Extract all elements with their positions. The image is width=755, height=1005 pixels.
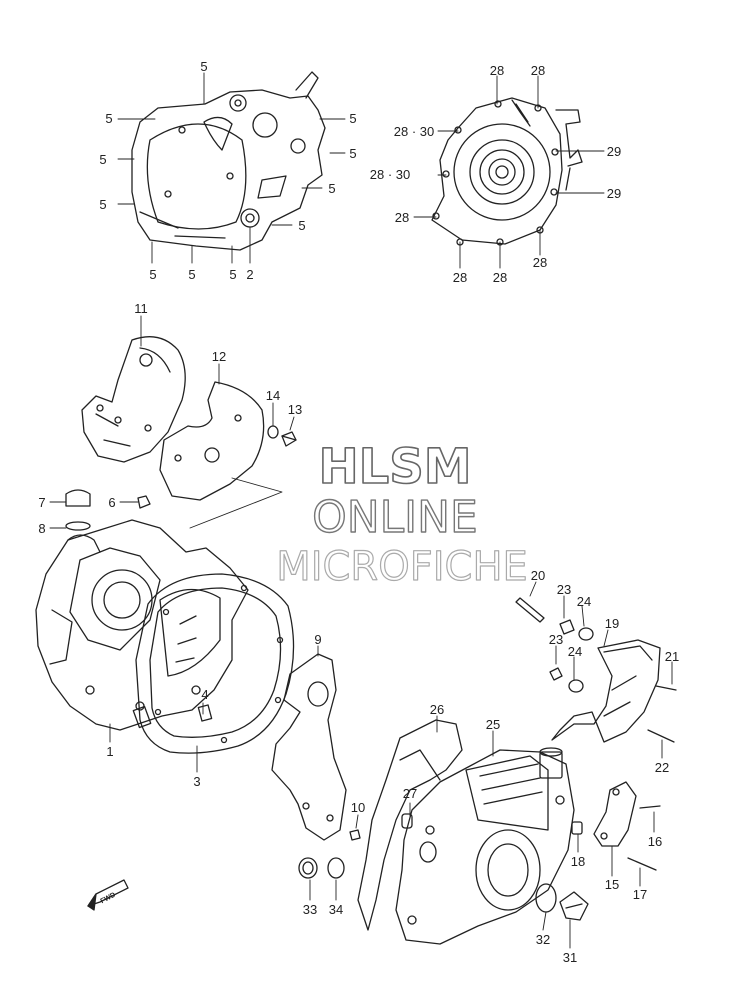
callout-28-30: 28 · 30	[370, 167, 410, 182]
leader-lines-25-26	[409, 715, 494, 817]
callout-12: 12	[212, 349, 226, 364]
callout-5: 5	[349, 146, 356, 161]
callout-6: 6	[108, 495, 115, 510]
leader-lines-crankcase	[109, 702, 204, 773]
callout-5: 5	[149, 267, 156, 282]
bracket-15-part	[593, 781, 637, 847]
callout-numbers: 5 5 5 5 5 5 5 5 5 5 5 2 28 28 28 · 30 28…	[38, 59, 679, 965]
callout-24: 24	[568, 644, 582, 659]
callout-5: 5	[99, 152, 106, 167]
callout-7: 7	[38, 495, 45, 510]
callout-24: 24	[577, 594, 591, 609]
callout-23: 23	[557, 582, 571, 597]
callout-16: 16	[648, 834, 662, 849]
leader-lines-small-left	[49, 402, 295, 529]
bolts-right	[515, 597, 677, 871]
callout-28-30: 28 · 30	[394, 124, 434, 139]
callout-5: 5	[99, 197, 106, 212]
guard-19-part	[551, 639, 661, 743]
callout-28: 28	[395, 210, 409, 225]
callout-13: 13	[288, 402, 302, 417]
callout-28: 28	[490, 63, 504, 78]
callout-5: 5	[328, 181, 335, 196]
callout-18: 18	[571, 854, 585, 869]
gasket-26-part	[357, 719, 463, 931]
clutch-cover-part	[131, 71, 326, 251]
gasket-9-part	[271, 653, 347, 841]
watermark-line1: HLSM	[318, 439, 471, 495]
callout-8: 8	[38, 521, 45, 536]
callout-9: 9	[314, 632, 321, 647]
callout-28: 28	[493, 270, 507, 285]
callout-5: 5	[200, 59, 207, 74]
callout-11: 11	[134, 301, 148, 316]
callout-28: 28	[533, 255, 547, 270]
leader-lines-top-left	[117, 72, 346, 264]
callout-22: 22	[655, 760, 669, 775]
fwd-arrow-icon: FWD	[87, 879, 129, 911]
callout-26: 26	[430, 702, 444, 717]
callout-20: 20	[531, 568, 545, 583]
generator-cover-part	[395, 747, 575, 945]
callout-15: 15	[605, 877, 619, 892]
plate-12-part	[159, 381, 283, 529]
leader-lines-9-10	[317, 645, 359, 829]
callout-5: 5	[349, 111, 356, 126]
callout-5: 5	[105, 111, 112, 126]
callout-29: 29	[607, 144, 621, 159]
callout-25: 25	[486, 717, 500, 732]
callout-23: 23	[549, 632, 563, 647]
callout-19: 19	[605, 616, 619, 631]
callout-10: 10	[351, 800, 365, 815]
leader-lines-bottom	[309, 833, 579, 949]
callout-14: 14	[266, 388, 280, 403]
callout-32: 32	[536, 932, 550, 947]
callout-1: 1	[106, 744, 113, 759]
watermark-line2: ONLINE	[312, 492, 478, 543]
small-parts-left	[65, 425, 297, 531]
dowel-27-part	[401, 813, 413, 829]
watermark: HLSM ONLINE MICROFICHE	[276, 438, 529, 590]
callout-28: 28	[453, 270, 467, 285]
callout-34: 34	[329, 902, 343, 917]
callout-5: 5	[188, 267, 195, 282]
magneto-cover-part	[431, 97, 583, 246]
leader-lines-right	[529, 581, 673, 887]
plate-11-part	[81, 336, 186, 463]
callout-3: 3	[193, 774, 200, 789]
crankcase-part	[35, 519, 249, 731]
callout-2: 2	[246, 267, 253, 282]
callout-27: 27	[403, 786, 417, 801]
callout-21: 21	[665, 649, 679, 664]
small-parts-bottom	[298, 821, 589, 921]
callout-4: 4	[201, 687, 208, 702]
leader-lines-top-right	[413, 75, 605, 269]
callout-17: 17	[633, 887, 647, 902]
callout-31: 31	[563, 950, 577, 965]
bolt-10-part	[349, 829, 361, 841]
leader-lines-plates	[140, 315, 220, 385]
callout-28: 28	[531, 63, 545, 78]
callout-33: 33	[303, 902, 317, 917]
callout-29: 29	[607, 186, 621, 201]
callout-5: 5	[298, 218, 305, 233]
callout-5: 5	[229, 267, 236, 282]
watermark-line3: MICROFICHE	[276, 544, 528, 590]
